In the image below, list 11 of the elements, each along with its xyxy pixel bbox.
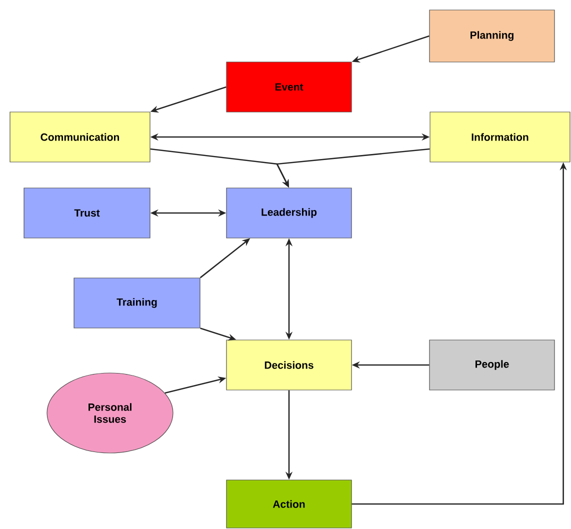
process-box: Communication [10,112,150,162]
process-box: Decisions [226,340,352,390]
process-box: Information [430,112,570,162]
process-box: People [429,340,555,390]
process-box: Planning [429,10,555,62]
process-box: Trust [24,188,150,238]
process-box: Event [226,62,352,112]
process-box: Leadership [226,188,352,238]
process-box: Training [74,278,200,328]
ellipse-node: Personal Issues [46,372,174,454]
process-box: Action [226,480,352,528]
